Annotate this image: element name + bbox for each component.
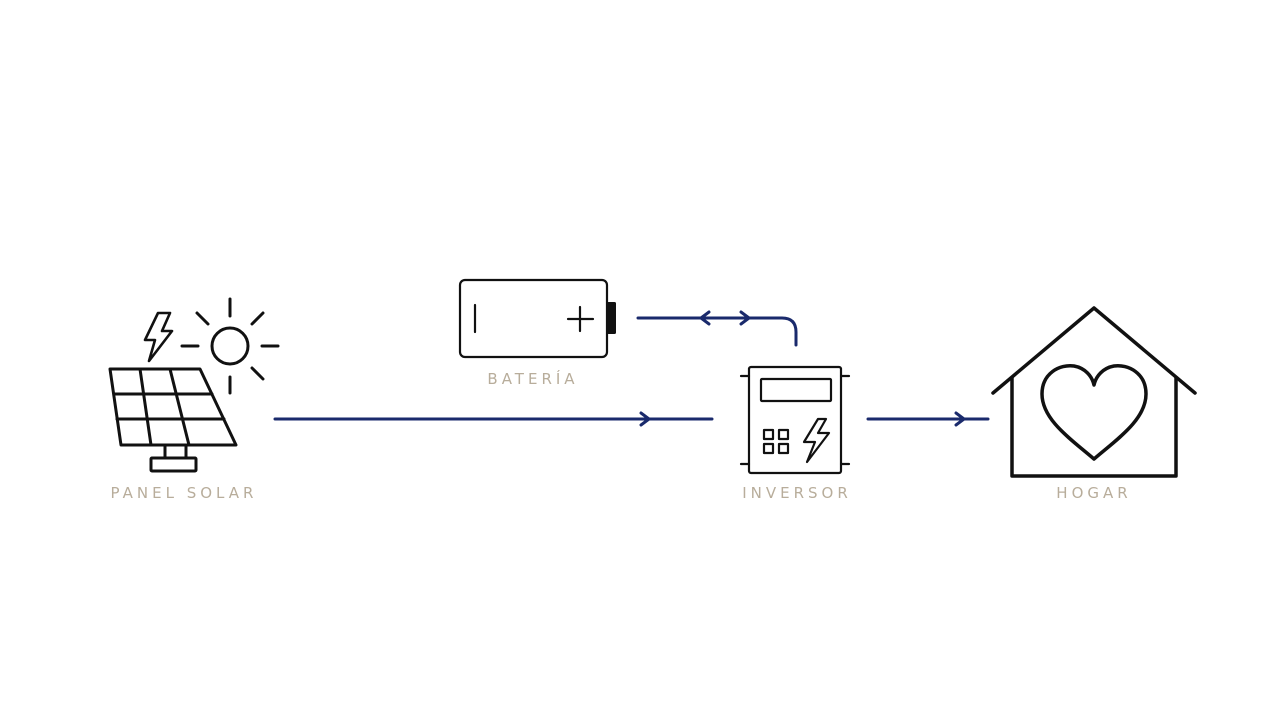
battery-icon [458, 278, 616, 359]
house-heart-icon [991, 306, 1197, 478]
edge-inverter-to-home [866, 411, 990, 427]
inverter-icon [739, 365, 851, 475]
flow-line [636, 316, 798, 347]
edge-solar-to-inverter [273, 411, 714, 427]
edge-inverter-battery [636, 310, 798, 347]
battery-label: BATERÍA [487, 370, 579, 388]
home-label: HOGAR [1056, 484, 1132, 502]
arrow-right-icon [739, 310, 751, 326]
arrow-left-icon [699, 310, 711, 326]
inverter-label: INVERSOR [742, 484, 852, 502]
arrow-right-icon [639, 411, 651, 427]
flow-lines [273, 310, 990, 427]
arrow-right-icon [954, 411, 966, 427]
solar-panel-label: PANEL SOLAR [110, 484, 258, 502]
solar-panel-with-sun-icon [108, 297, 280, 473]
